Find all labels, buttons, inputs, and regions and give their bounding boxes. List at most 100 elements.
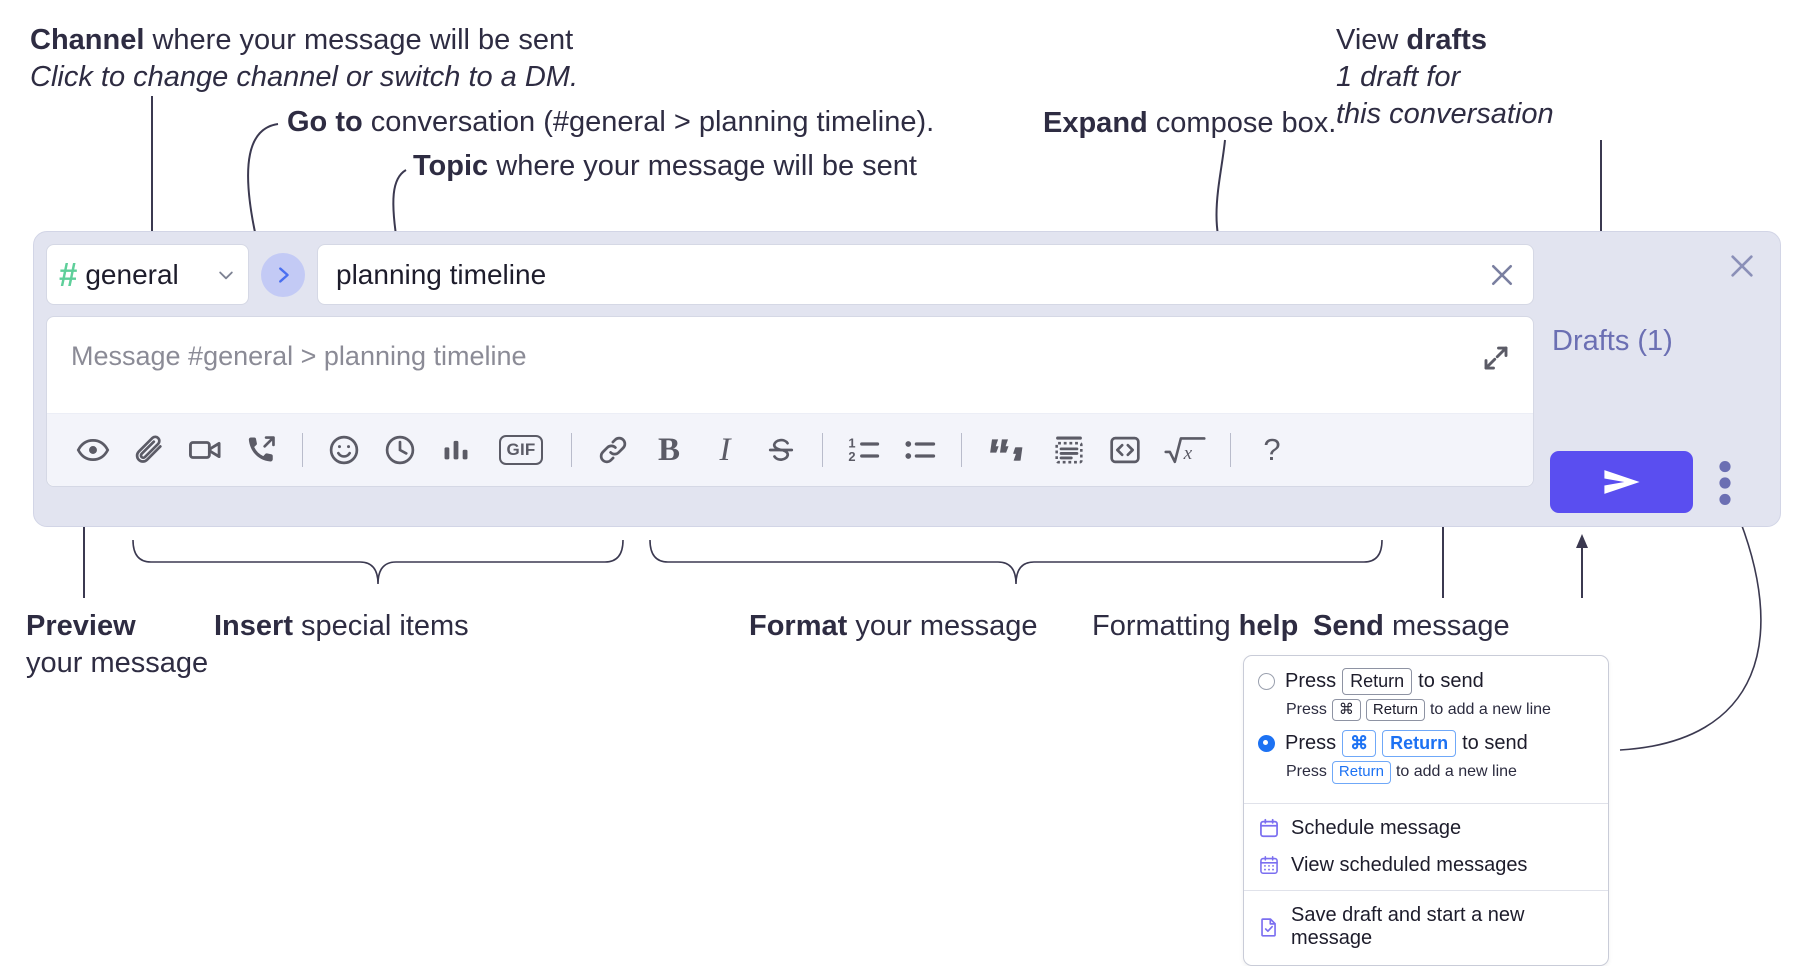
key-command: ⌘ [1331,698,1361,722]
compose-main-column: # general planning timeline Message #gen… [46,244,1534,487]
channel-selector[interactable]: # general [46,244,249,305]
topic-field[interactable]: planning timeline [317,244,1534,305]
menu-item-view-scheduled-messages[interactable]: View scheduled messages [1244,847,1608,884]
square-root-x-icon: x [1164,437,1206,464]
paperclip-icon [135,435,162,463]
bar-chart-icon [444,440,468,460]
annotation-channel-bold: Channel [30,24,145,56]
key-return-2: Return [1382,730,1457,757]
compose-options-menu: Press Return to send Press ⌘ Return to a… [1243,655,1609,966]
radio-return-to-send[interactable] [1258,672,1275,690]
menu-schedule-group: Schedule message View scheduled messages [1244,804,1608,890]
svg-text:1: 1 [848,436,855,451]
menu-divider-1 [1244,802,1608,804]
strikethrough-button[interactable] [753,422,809,478]
menu-option-return-subtext: Press ⌘ Return to add a new line [1286,698,1594,722]
separator-1 [302,433,303,467]
send-paper-plane-icon [1603,470,1640,494]
bulleted-list-icon [905,441,936,459]
menu-option-cmd-return-to-send[interactable]: Press ⌘ Return to send [1258,730,1594,757]
question-mark-icon: ? [1263,432,1281,467]
annotation-format: Format your message [749,608,1038,645]
kebab-menu-icon[interactable] [1718,460,1732,506]
key-return-sub: Return [1365,698,1425,722]
annotation-drafts-line2: 1 draft for [1336,61,1461,94]
sub-tail-text-2: to add a new line [1395,763,1517,781]
annotation-send-rest: message [1383,610,1510,642]
compose-right-rail: Drafts (1) [1522,232,1780,526]
file-check-icon [1261,917,1276,937]
message-input[interactable]: Message #general > planning timeline [47,317,1533,413]
sub-tail-text: to add a new line [1429,700,1551,718]
annotation-preview-line2: your message [26,647,209,680]
menu-item-save-draft[interactable]: Save draft and start a new message [1244,897,1608,957]
blockquote-button[interactable] [975,422,1041,478]
ordered-list-button[interactable]: 1 2 [836,422,892,478]
menu-draft-group: Save draft and start a new message [1244,891,1608,965]
separator-5 [1230,433,1231,467]
quote-icon [990,439,1023,461]
video-clip-button[interactable] [177,422,233,478]
smiley-icon [329,435,359,465]
preview-button[interactable] [65,422,121,478]
annotation-drafts-line3: this conversation [1336,98,1554,131]
annotation-topic: Topic where your message will be sent [413,148,917,185]
attach-button[interactable] [121,422,177,478]
menu-divider-2 [1244,889,1608,891]
formatting-help-button[interactable]: ? [1244,422,1300,478]
svg-text:2: 2 [848,449,855,464]
bold-icon: B [657,431,680,468]
bulleted-list-button[interactable] [892,422,948,478]
key-return: Return [1342,668,1413,695]
svg-text:x: x [1183,443,1193,464]
menu-option-cmd-return-subtext: Press Return to add a new line [1286,760,1594,784]
annotation-topic-bold: Topic [413,150,489,182]
annotation-expand-bold: Expand [1043,107,1148,139]
menu-option-cmd-return-label: Press ⌘ Return to send [1285,730,1528,757]
code-brackets-icon [1110,436,1140,464]
separator-4 [961,433,962,467]
code-snippet-button[interactable] [1097,422,1153,478]
audio-clip-button[interactable] [233,422,289,478]
annotation-drafts-plain: View [1336,24,1407,56]
annotation-preview: Preview your message [26,608,208,682]
send-button[interactable] [1550,451,1693,513]
link-icon [599,436,627,464]
annotation-drafts: View drafts 1 draft for this conversatio… [1336,22,1554,133]
bold-button[interactable]: B [641,422,697,478]
radio-cmd-return-to-send[interactable] [1258,735,1275,752]
annotation-drafts-bold: drafts [1406,24,1487,56]
annotation-expand: Expand compose box. [1043,105,1336,142]
illustration-canvas: Channel where your message will be sent … [26,22,1781,966]
menu-item-schedule-message[interactable]: Schedule message [1244,810,1608,847]
menu-item-label: Schedule message [1291,816,1462,839]
italic-button[interactable]: I [697,422,753,478]
compose-box: # general planning timeline Message #gen… [33,231,1781,527]
code-block-button[interactable] [1041,422,1097,478]
drafts-link[interactable]: Drafts (1) [1552,325,1673,357]
message-body: Message #general > planning timeline [46,316,1534,487]
gif-button[interactable]: GIF [484,422,558,478]
annotation-help-plain: Formatting [1092,610,1239,642]
close-icon[interactable] [1487,260,1517,290]
sub-press-word-2: Press [1286,763,1327,781]
go-to-conversation-button[interactable] [261,252,305,297]
channel-name: general [85,258,179,290]
annotation-help-bold: help [1238,610,1299,642]
poll-button[interactable] [428,422,484,478]
reminder-button[interactable] [372,422,428,478]
menu-option-return-to-send[interactable]: Press Return to send [1258,668,1594,695]
annotation-preview-bold: Preview [26,610,136,642]
annotation-goto: Go to conversation (#general > planning … [287,104,934,141]
calendar-grid-icon [1260,855,1278,875]
topic-value: planning timeline [336,258,547,290]
math-button[interactable]: x [1153,422,1217,478]
video-camera-icon [189,441,221,459]
expand-icon[interactable] [1481,343,1511,373]
emoji-button[interactable] [316,422,372,478]
italic-icon: I [719,431,731,468]
message-placeholder: Message #general > planning timeline [71,341,527,371]
link-button[interactable] [585,422,641,478]
eye-icon [76,439,110,461]
close-icon[interactable] [1726,250,1758,282]
